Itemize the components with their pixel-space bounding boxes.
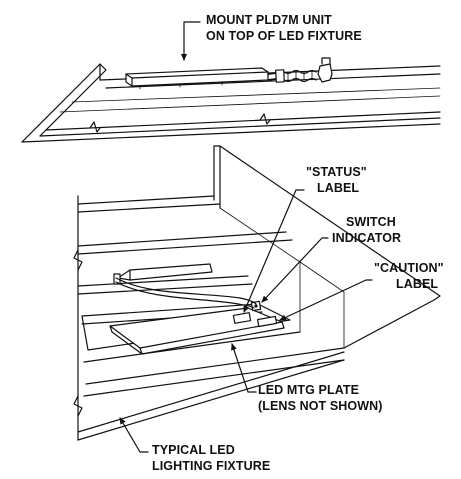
- switch-label-line1: SWITCH: [346, 215, 396, 229]
- caution-label-line1: "CAUTION": [374, 261, 444, 275]
- mount-label-line1: MOUNT PLD7M UNIT: [206, 13, 332, 27]
- status-label-line2: LABEL: [317, 181, 359, 195]
- status-label-line1: "STATUS": [306, 165, 367, 179]
- plate-label-line2: (LENS NOT SHOWN): [258, 399, 383, 413]
- bottom-fixture-view: [73, 145, 441, 441]
- status-label: [232, 312, 252, 324]
- plate-label-line1: LED MTG PLATE: [258, 383, 359, 397]
- led-mtg-plate: [109, 307, 285, 355]
- leader-lines: [119, 21, 373, 453]
- top-fixture-view: [21, 57, 441, 143]
- caution-label-line2: LABEL: [396, 277, 438, 291]
- wire-1: [115, 277, 257, 305]
- fixture-label-line2: LIGHTING FIXTURE: [152, 459, 270, 473]
- mount-label-line2: ON TOP OF LED FIXTURE: [206, 29, 362, 43]
- switch-label-line2: INDICATOR: [332, 231, 401, 245]
- fixture-label-line1: TYPICAL LED: [152, 443, 235, 457]
- pld7m-unit: [125, 57, 333, 90]
- wire-2: [115, 281, 255, 309]
- caution-label: [257, 315, 278, 328]
- switch-indicator: [250, 300, 262, 312]
